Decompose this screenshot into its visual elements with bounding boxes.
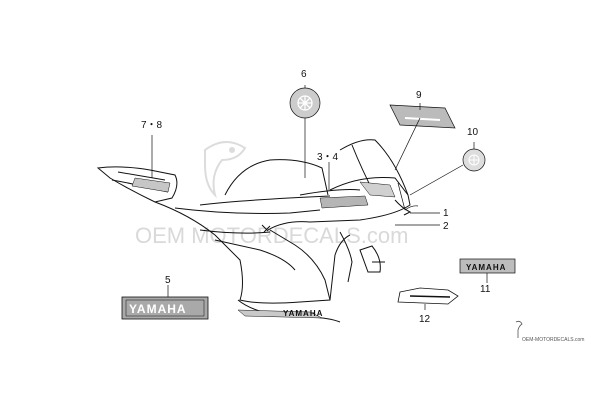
tuning-fork-icon: [468, 154, 480, 166]
callout-2: 2: [443, 221, 449, 232]
yamaha-large-decal-5: YAMAHA: [121, 296, 209, 320]
leader-lines: [151, 85, 488, 310]
callout-12: 12: [419, 314, 431, 325]
fairing-line-art: [96, 139, 412, 323]
logo-decal-9: [389, 104, 456, 129]
callout-5: 5: [165, 275, 171, 286]
footer-watermark: OEM-MOTORDECALS.com: [515, 320, 584, 343]
bird-logo-icon: [515, 320, 523, 338]
callout-3-4: 3・4: [317, 152, 339, 163]
fairing-yamaha-decal: YAMAHA: [283, 309, 323, 318]
body-stripe-decals: YAMAHA: [131, 177, 419, 319]
callout-10: 10: [467, 127, 479, 138]
emblem-decal-6: [289, 87, 321, 119]
callout-9: 9: [416, 90, 422, 101]
callout-7-8: 7・8: [141, 120, 163, 131]
emblem-decal-10: [462, 148, 486, 172]
callout-6: 6: [301, 69, 307, 80]
callout-1: 1: [443, 208, 449, 219]
watermark-text: OEM MOTORDECALS.com: [135, 223, 408, 248]
footer-watermark-text: OEM-MOTORDECALS.com: [522, 337, 584, 343]
watermark: OEM MOTORDECALS.com: [135, 141, 408, 248]
logo-decal-12: [397, 287, 459, 305]
yamaha-large-text: YAMAHA: [129, 302, 187, 316]
callout-numbers: 7・8 6 3・4 9 10 1 2 5 11 12: [141, 69, 491, 325]
tuning-fork-icon: [297, 95, 313, 111]
yamaha-small-text: YAMAHA: [466, 263, 506, 272]
watermark-bird-icon: [204, 141, 247, 199]
yamaha-small-decal-11: YAMAHA: [459, 258, 516, 274]
callout-11: 11: [480, 284, 491, 295]
